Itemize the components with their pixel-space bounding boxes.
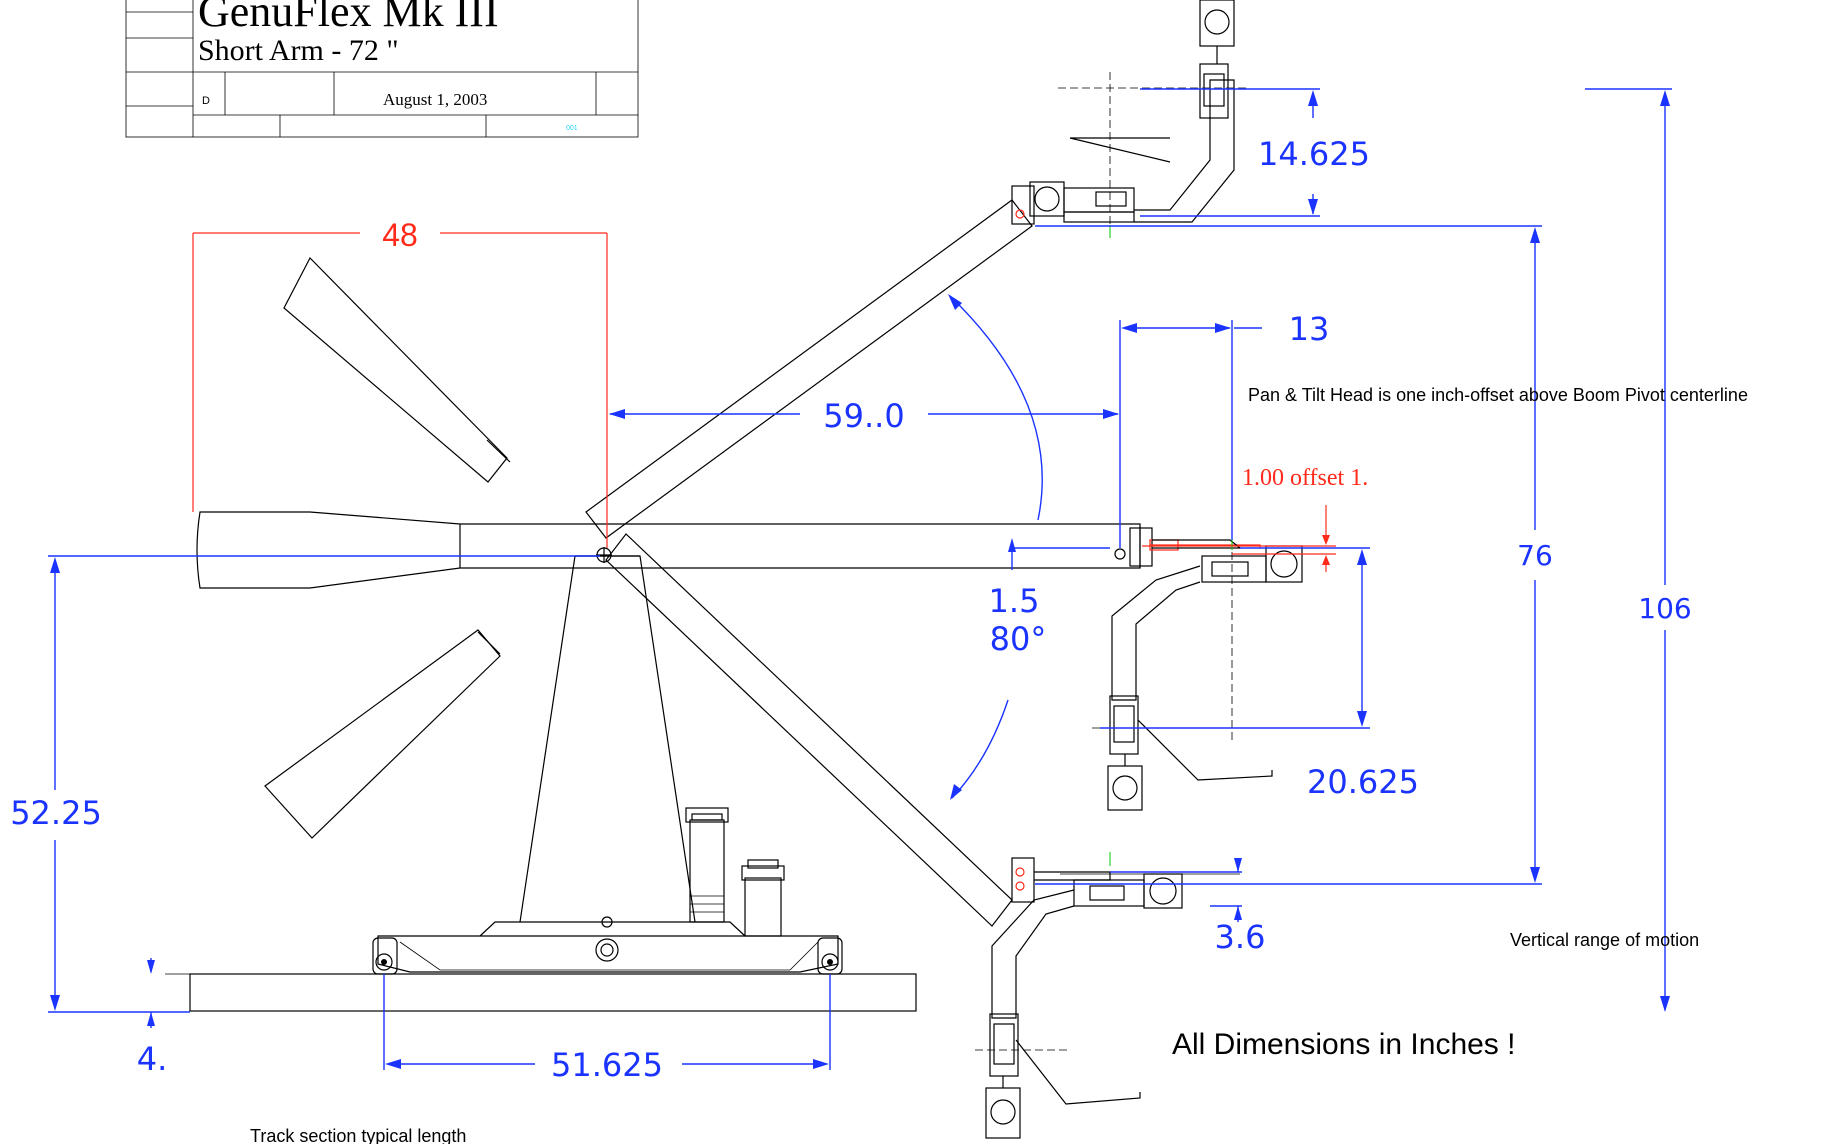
track-section-note: Track section typical length [250, 1126, 466, 1144]
dim-20-625-label: 20.625 [1307, 763, 1419, 801]
dim-51-625-label: 51.625 [551, 1046, 663, 1084]
dim-3-6: 3.6 [1110, 858, 1265, 956]
dim-106: 106 [1585, 88, 1692, 1012]
camera-head-raised [1011, 0, 1248, 238]
dim-3-6-label: 3.6 [1215, 918, 1266, 956]
title-block: GenuFlex Mk III Short Arm - 72 " D Augus… [125, 0, 639, 138]
dim-14-625-label: 14.625 [1258, 135, 1370, 173]
pan-tilt-note: Pan & Tilt Head is one inch-offset above… [1248, 385, 1748, 405]
dim-13-label: 13 [1289, 310, 1330, 348]
counterweight-raised [283, 256, 511, 483]
drawing-title: GenuFlex Mk III [198, 0, 499, 36]
all-dimensions-note: All Dimensions in Inches ! [1172, 1028, 1515, 1061]
dim-59: 59..0 [609, 397, 1119, 435]
dim-4-label: 4. [137, 1040, 168, 1078]
dim-76-label: 76 [1517, 539, 1553, 572]
dim-80-label: 80° [990, 620, 1047, 658]
track-section [165, 973, 917, 1012]
dim-59-label: 59..0 [823, 397, 904, 435]
dim-1-5-label: 1.5 [989, 582, 1040, 620]
dim-52-25-label: 52.25 [10, 794, 102, 832]
offset-label: 1.00 offset 1. [1242, 465, 1368, 491]
dim-13: 13 [1119, 310, 1330, 548]
dim-48: 48 [192, 217, 608, 548]
dim-4: 4. [137, 958, 168, 1078]
boom-lowered [605, 533, 1013, 927]
dim-52-25: 52.25 [10, 555, 600, 1013]
camera-head-lowered [975, 852, 1240, 1139]
dim-76: 76 [1035, 225, 1553, 885]
boom-pivot [596, 547, 612, 563]
dim-106-label: 106 [1638, 592, 1691, 625]
drawing-subtitle: Short Arm - 72 " [198, 34, 399, 67]
boom-horizontal [196, 511, 1141, 589]
sheet-number: 001 [566, 125, 578, 132]
vertical-range-note: Vertical range of motion [1510, 930, 1699, 950]
dim-20-625: 20.625 [1100, 547, 1419, 801]
dim-80-degrees: 80° [948, 294, 1046, 800]
counterweight-lowered [264, 629, 501, 839]
dim-offset: 1.00 offset 1. [1142, 465, 1368, 572]
dim-14-625: 14.625 [1140, 88, 1370, 217]
dim-51-625: 51.625 [383, 974, 831, 1084]
dim-1-5: 1.5 [989, 538, 1110, 620]
camera-head-horizontal [1092, 527, 1303, 811]
dim-48-label: 48 [382, 217, 418, 253]
dolly-base [372, 555, 843, 975]
drawing-date: August 1, 2003 [383, 90, 487, 109]
revision-letter: D [202, 95, 210, 107]
boom-raised [585, 199, 1033, 539]
